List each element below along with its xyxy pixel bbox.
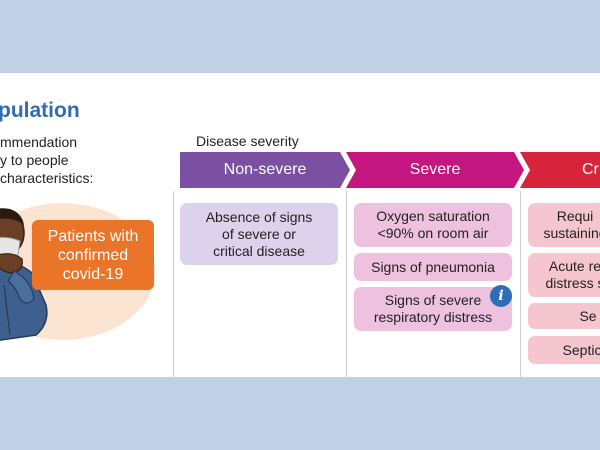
header-label: Severe: [409, 161, 461, 178]
patients-confirmed-covid-box: Patients with confirmed covid-19: [32, 220, 154, 290]
recommendation-line: mmendation: [0, 134, 78, 150]
header-critical: Cr: [520, 152, 600, 188]
criterion-line: Absence of signs: [205, 208, 313, 225]
header-non-severe: Non-severe: [180, 152, 350, 188]
criterion-line: Signs of pneumonia: [371, 258, 495, 275]
criterion-line: Oxygen saturation: [376, 208, 490, 224]
recommendation-line: y to people: [0, 152, 69, 168]
criterion-line: <90% on room air: [377, 225, 489, 241]
patient-box-line: Patients with: [47, 227, 139, 245]
criterion-critical-4: Septic: [528, 336, 600, 364]
patient-box-line: covid-19: [62, 265, 124, 283]
column-divider: [346, 191, 347, 377]
criterion-oxygen-saturation: Oxygen saturation <90% on room air: [354, 203, 512, 247]
criterion-line: Signs of severe: [384, 292, 482, 308]
recommendation-text: mmendation y to people characteristics:: [0, 133, 130, 187]
column-divider: [520, 191, 521, 377]
criterion-pneumonia: Signs of pneumonia: [354, 253, 512, 281]
criterion-line: of severe or: [222, 225, 296, 242]
header-label: Non-severe: [223, 161, 307, 178]
criterion-line: critical disease: [213, 242, 305, 259]
criterion-line: Septic: [562, 341, 600, 358]
patient-box-line: confirmed: [57, 246, 129, 264]
disease-severity-label: Disease severity: [196, 133, 299, 149]
criterion-line: Se: [579, 307, 597, 324]
header-label: Cr: [582, 161, 599, 178]
header-severe: Severe: [346, 152, 524, 188]
column-divider: [173, 191, 174, 377]
criterion-line: sustaining: [543, 225, 600, 241]
figure-panel: pulation mmendation y to people characte…: [0, 73, 600, 377]
criterion-critical-1: Requi sustaining: [528, 203, 600, 247]
criterion-line: Acute re: [548, 258, 600, 274]
criterion-respiratory-distress: Signs of severe respiratory distress: [354, 287, 512, 331]
criterion-line: Requi: [556, 208, 594, 224]
recommendation-line: characteristics:: [0, 170, 94, 186]
criterion-line: respiratory distress: [373, 309, 493, 325]
criterion-critical-2: Acute re distress s: [528, 253, 600, 297]
criterion-line: distress s: [545, 275, 600, 291]
population-title: pulation: [0, 99, 80, 122]
info-icon[interactable]: i: [490, 285, 512, 307]
criterion-critical-3: Se: [528, 303, 600, 329]
criterion-non-severe: Absence of signs of severe or critical d…: [180, 203, 338, 265]
